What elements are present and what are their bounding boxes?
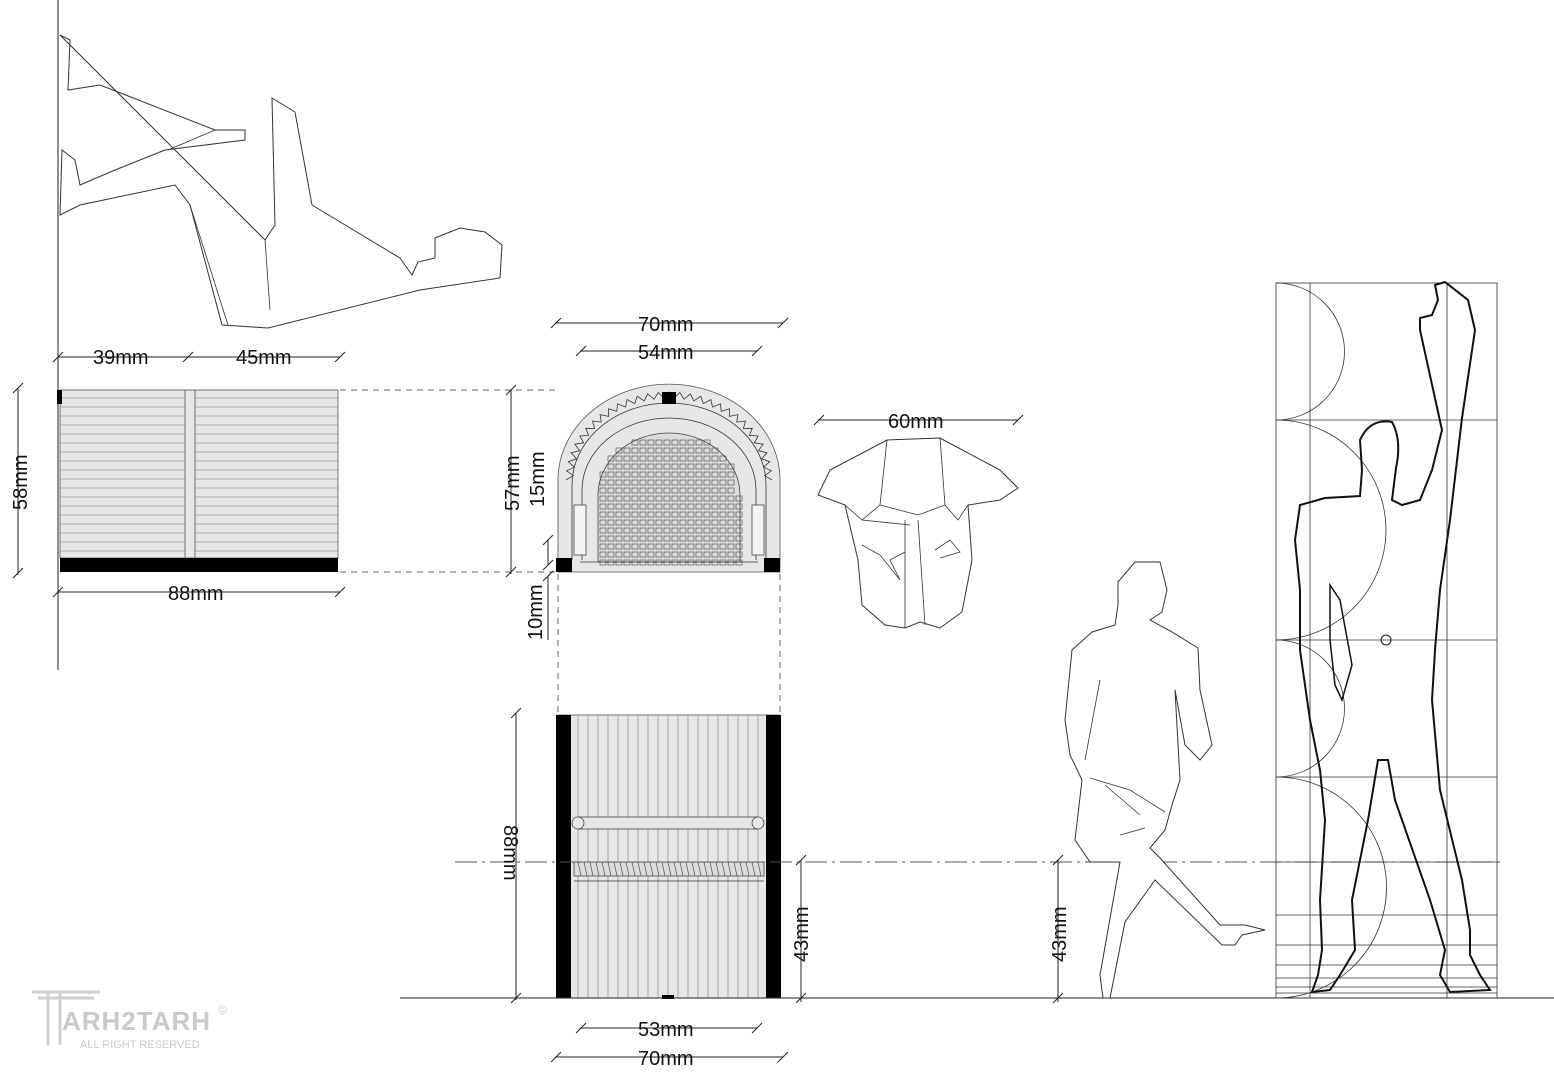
dim-53mm: 53mm	[638, 1019, 694, 1041]
watermark-tagline: ALL RIGHT RESERVED	[80, 1039, 200, 1051]
dim-70mm-bottom: 70mm	[638, 1048, 694, 1070]
dim-45mm: 45mm	[236, 347, 292, 369]
watermark-copyright: ©	[218, 1003, 227, 1017]
chair-side-view	[556, 714, 781, 999]
dim-10mm: 10mm	[525, 584, 547, 640]
watermark-brand: ARH2TARH	[62, 1006, 211, 1036]
chair-front-view	[556, 383, 781, 573]
modulor-figure	[1293, 280, 1492, 994]
modulor-grid	[1275, 282, 1498, 999]
dim-lines-left	[12, 351, 560, 598]
dim-57mm: 57mm	[502, 455, 524, 511]
dim-15mm: 15mm	[527, 451, 549, 507]
dim-70mm-top: 70mm	[638, 314, 694, 336]
dim-54mm-top: 54mm	[638, 342, 694, 364]
dim-58mm: 58mm	[10, 454, 32, 510]
dim-60mm: 60mm	[888, 411, 944, 433]
dim-lines-front	[505, 317, 789, 715]
bench-top-view	[57, 389, 339, 572]
reclining-figure	[59, 34, 503, 329]
dim-lines-side	[510, 707, 1064, 1063]
seated-figure-top-view	[813, 414, 1024, 629]
watermark-logo: ARH2TARH © ALL RIGHT RESERVED	[32, 990, 227, 1051]
dim-43mm-person: 43mm	[1049, 906, 1071, 962]
dim-88mm-side: 88mm	[499, 825, 521, 881]
seated-figure-side	[1064, 561, 1266, 999]
dim-43mm-seat: 43mm	[791, 906, 813, 962]
dim-88mm-bottom: 88mm	[168, 583, 224, 605]
dim-39mm: 39mm	[93, 347, 149, 369]
